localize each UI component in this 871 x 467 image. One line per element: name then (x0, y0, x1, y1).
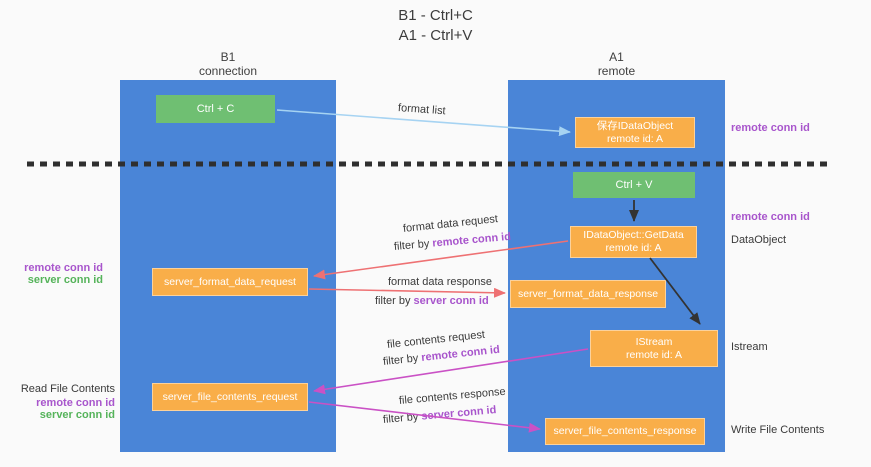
node-idataobject-getdata: IDataObject::GetData remote id: A (570, 226, 697, 258)
node-ctrl-v-label: Ctrl + V (615, 178, 653, 191)
filter-key-1: remote conn id (431, 230, 512, 250)
node-server-file-contents-request: server_file_contents_request (152, 383, 308, 411)
label-left-server-conn-id-1: server conn id (27, 274, 103, 286)
label-istream: Istream (731, 341, 768, 353)
filter-key-2: server conn id (413, 295, 489, 307)
filter-key-4: server conn id (420, 404, 497, 423)
node-ctrl-c: Ctrl + C (156, 95, 275, 123)
node-server-format-data-response: server_format_data_response (510, 280, 666, 308)
lane-b1-subtitle: connection (198, 64, 258, 78)
node-getdata-line2: remote id: A (605, 242, 662, 254)
label-read-file-contents: Read File Contents (20, 383, 115, 395)
edge-label-filter-format-response: filter by server conn id (375, 295, 489, 307)
node-ctrl-v: Ctrl + V (573, 172, 695, 198)
format-data-response-arrow (308, 287, 506, 298)
label-left-remote-conn-id-1: remote conn id (24, 262, 103, 274)
lane-header-b1: B1 connection (120, 50, 336, 78)
filter-prefix-2: filter by (375, 295, 414, 307)
node-format-request-label: server_format_data_request (164, 275, 296, 288)
title-line-1: B1 - Ctrl+C (398, 7, 473, 24)
lane-a1-subtitle: remote (597, 64, 636, 78)
lane-a1-title: A1 (609, 50, 624, 64)
label-remote-conn-id-mid: remote conn id (731, 211, 810, 223)
title-line-2: A1 - Ctrl+V (398, 27, 473, 44)
filter-prefix-4: filter by (382, 410, 422, 426)
left-annotation-file: Read File Contents remote conn id server… (0, 383, 115, 421)
node-format-response-label: server_format_data_response (517, 287, 659, 300)
label-left-remote-conn-id-2: remote conn id (36, 397, 115, 409)
filter-key-3: remote conn id (420, 343, 501, 364)
node-istream-line2: remote id: A (625, 348, 683, 361)
label-remote-conn-id-top: remote conn id (731, 122, 810, 134)
filter-prefix-1: filter by (393, 237, 433, 253)
lane-header-a1: A1 remote (508, 50, 725, 78)
node-server-file-contents-response: server_file_contents_response (545, 418, 705, 445)
edge-label-format-data-request: format data request (402, 213, 499, 235)
label-left-server-conn-id-2: server conn id (39, 409, 115, 421)
node-ctrl-c-label: Ctrl + C (196, 102, 235, 115)
node-file-response-label: server_file_contents_response (553, 425, 697, 437)
edge-label-format-data-response: format data response (388, 276, 492, 288)
edge-label-filter-file-response: filter by server conn id (382, 404, 496, 426)
node-save-idataobject-line1: 保存IDataObject (596, 119, 674, 132)
node-istream: IStream remote id: A (590, 330, 718, 367)
node-save-idataobject-line2: remote id: A (606, 132, 664, 145)
node-file-request-label: server_file_contents_request (162, 390, 298, 403)
node-istream-line1: IStream (635, 335, 673, 348)
label-write-file-contents: Write File Contents (731, 424, 825, 436)
node-server-format-data-request: server_format_data_request (152, 268, 308, 296)
edge-label-format-list: format list (397, 102, 446, 118)
left-annotation-format: remote conn id server conn id (0, 262, 103, 286)
filter-prefix-3: filter by (382, 352, 422, 368)
node-getdata-line1: IDataObject::GetData (583, 229, 684, 241)
lane-b1-title: B1 (220, 50, 236, 64)
diagram-title: B1 - Ctrl+C A1 - Ctrl+V (0, 6, 871, 46)
label-dataobject: DataObject (731, 234, 787, 246)
node-save-idataobject: 保存IDataObject remote id: A (575, 117, 695, 148)
